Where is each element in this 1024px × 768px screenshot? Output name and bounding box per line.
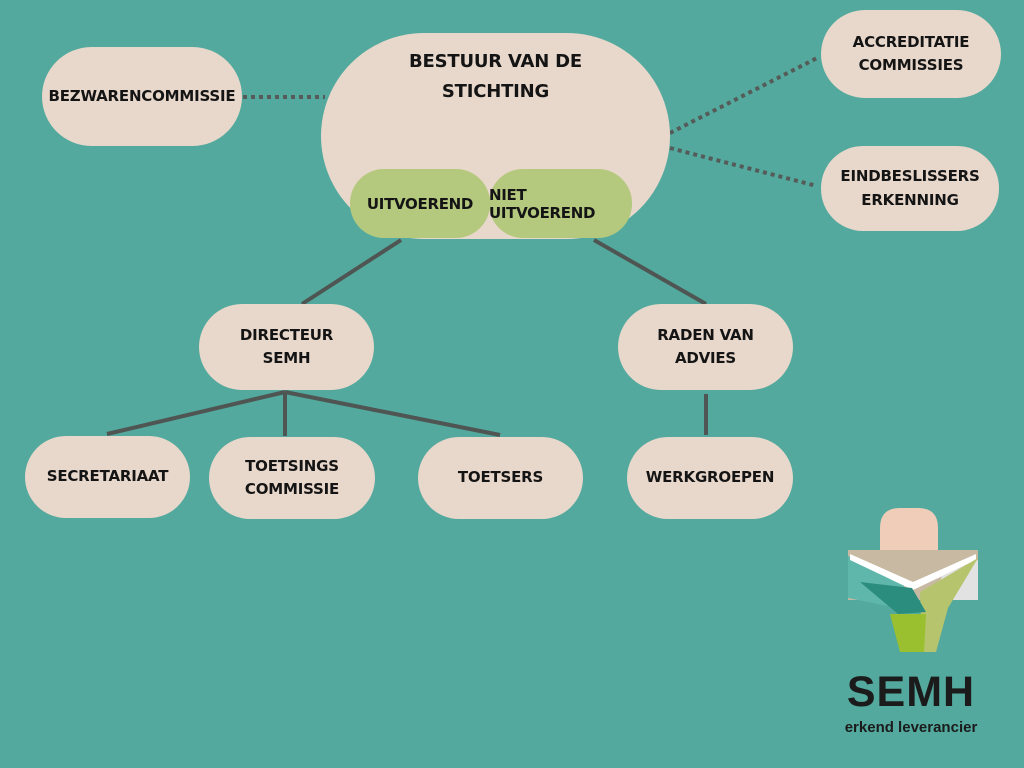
node-directeur-line1: DIRECTEUR xyxy=(239,325,334,344)
node-raden: RADEN VAN ADVIES xyxy=(618,304,793,390)
brand-subtitle: erkend leverancier xyxy=(844,719,978,736)
node-eindbeslissers-line2: ERKENNING xyxy=(861,190,959,209)
connector-niet-uitvoerend-raden xyxy=(593,238,707,306)
node-toetsers-label: TOETSERS xyxy=(457,468,544,487)
node-secretariaat-label: SECRETARIAAT xyxy=(46,467,169,486)
node-directeur-line2: SEMH xyxy=(262,349,311,367)
connector-bestuur-eindbeslissers xyxy=(669,146,818,188)
node-uitvoerend: UITVOEREND xyxy=(350,169,490,238)
node-bezwarencommissie-label: BEZWARENCOMMISSIE xyxy=(48,86,236,105)
node-toetsingscommissie: TOETSINGS COMMISSIE xyxy=(209,437,375,519)
node-directeur: DIRECTEUR SEMH xyxy=(199,304,374,390)
brand-title: SEMH xyxy=(846,668,976,716)
connector-uitvoerend-directeur xyxy=(300,238,403,306)
solid-connectors xyxy=(106,238,708,437)
connector-bestuur-accreditatie xyxy=(669,56,818,135)
node-niet-uitvoerend: NIET UITVOEREND xyxy=(489,169,632,238)
dotted-connectors xyxy=(243,56,818,188)
node-toetsingscommissie-line2: COMMISSIE xyxy=(244,480,340,498)
node-werkgroepen: WERKGROEPEN xyxy=(627,437,793,519)
node-toetsers: TOETSERS xyxy=(418,437,583,519)
node-toetsingscommissie-line1: TOETSINGS xyxy=(245,456,339,475)
node-secretariaat: SECRETARIAAT xyxy=(25,436,190,518)
connector-directeur-toetsers xyxy=(284,390,501,437)
node-raden-line1: RADEN VAN xyxy=(657,325,754,344)
node-eindbeslissers: EINDBESLISSERS ERKENNING xyxy=(821,146,999,231)
node-bestuur-line1: BESTUUR VAN DE xyxy=(408,51,583,72)
node-bestuur-line2: STICHTING xyxy=(441,80,550,102)
connector-directeur-secretariaat xyxy=(106,390,286,436)
node-raden-line2: ADVIES xyxy=(674,349,737,367)
node-werkgroepen-label: WERKGROEPEN xyxy=(645,468,775,487)
node-accreditatie: ACCREDITATIE COMMISSIES xyxy=(821,10,1001,98)
node-bezwarencommissie: BEZWARENCOMMISSIE xyxy=(42,47,242,146)
node-accreditatie-line2: COMMISSIES xyxy=(858,56,964,74)
node-accreditatie-line1: ACCREDITATIE xyxy=(852,32,970,51)
star-cross-logo-icon xyxy=(848,508,978,652)
node-eindbeslissers-line1: EINDBESLISSERS xyxy=(840,167,980,186)
